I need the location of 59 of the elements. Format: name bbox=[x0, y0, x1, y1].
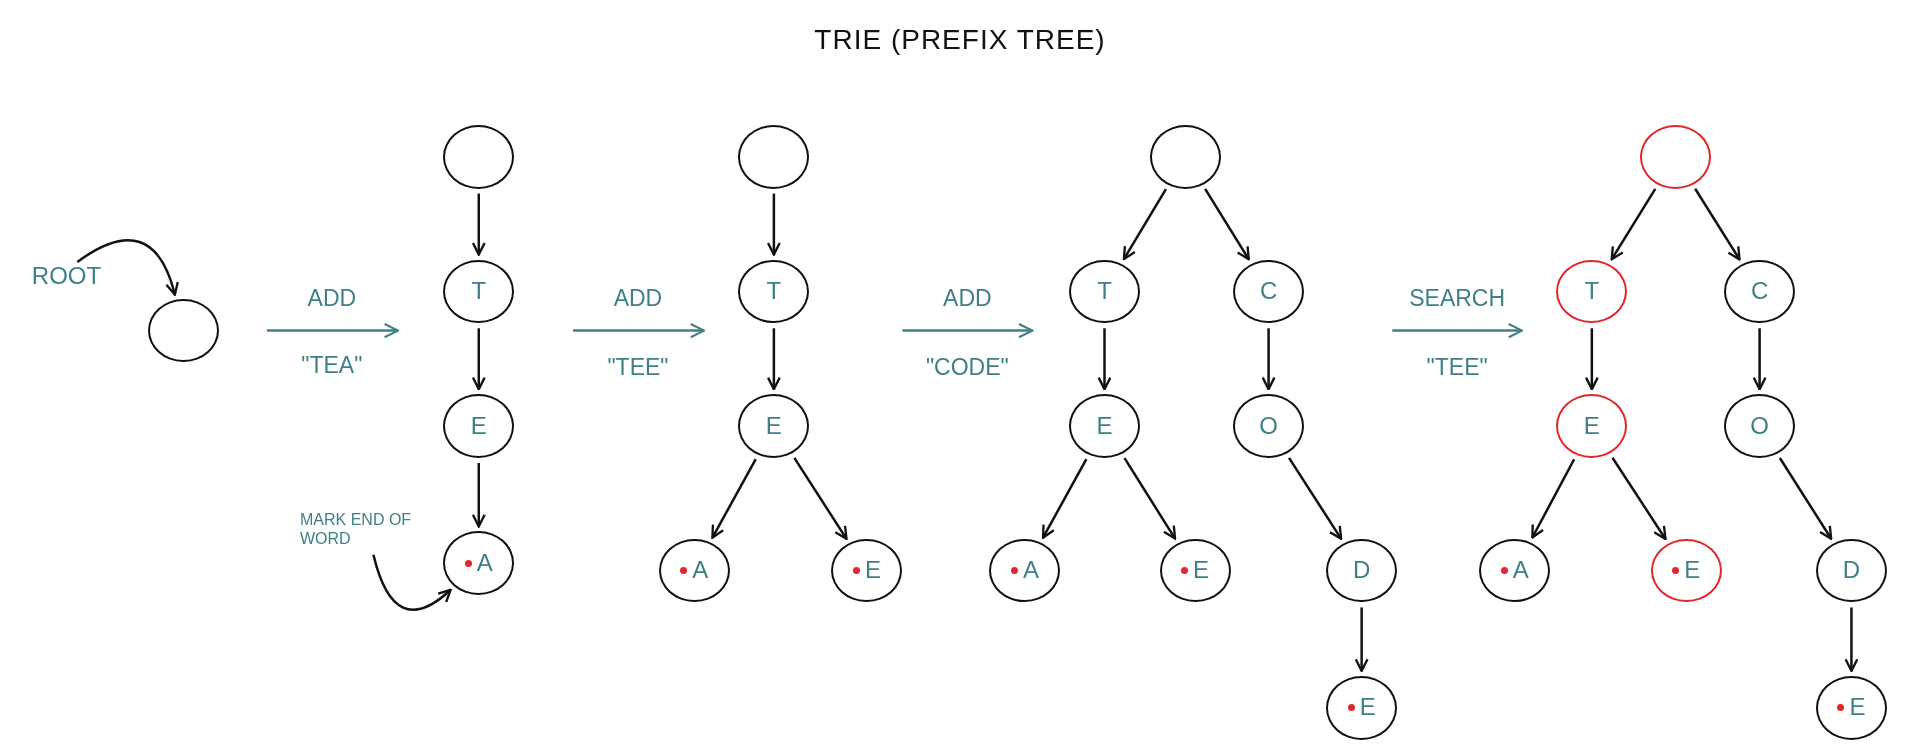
arrow bbox=[1123, 457, 1177, 540]
node-letter: E bbox=[470, 411, 487, 441]
node-letter: A bbox=[1512, 556, 1529, 585]
arrow bbox=[793, 457, 848, 540]
node-letter: E bbox=[1849, 693, 1866, 723]
node-letter: O bbox=[1259, 411, 1278, 441]
arrow bbox=[711, 458, 757, 539]
node-letter: A bbox=[476, 548, 493, 578]
step-label: "TEA" bbox=[301, 351, 363, 379]
arrow bbox=[1584, 328, 1599, 391]
step-label: SEARCH bbox=[1409, 284, 1506, 312]
arrow bbox=[1844, 607, 1859, 673]
node-letter: A bbox=[1022, 556, 1039, 585]
node-letter: E bbox=[1096, 411, 1113, 441]
arrow bbox=[1778, 457, 1833, 540]
node-letter: C bbox=[1259, 277, 1278, 306]
arrow bbox=[1288, 457, 1343, 540]
diagram-title: TRIE (PREFIX TREE) bbox=[814, 24, 1106, 55]
arrow bbox=[1122, 188, 1167, 261]
node-letter: E bbox=[765, 411, 782, 441]
node-letter: T bbox=[1584, 277, 1600, 306]
step-label: ADD bbox=[307, 284, 357, 312]
arrow bbox=[1694, 188, 1741, 261]
curved-arrow bbox=[372, 554, 452, 611]
node-letter: O bbox=[1750, 411, 1769, 441]
step-label: "TEE" bbox=[607, 353, 669, 381]
arrow bbox=[1204, 188, 1250, 261]
node-letter: D bbox=[1352, 556, 1371, 585]
arrow bbox=[1610, 188, 1657, 261]
node-letter: T bbox=[471, 277, 487, 306]
node-letter: T bbox=[1097, 277, 1112, 306]
arrow bbox=[471, 328, 486, 391]
arrow bbox=[471, 462, 486, 528]
arrow bbox=[471, 193, 486, 256]
annotation-text: ROOT bbox=[31, 262, 102, 292]
node-letter: T bbox=[766, 277, 782, 306]
node-letter: E bbox=[1583, 411, 1600, 441]
step-label: ADD bbox=[613, 284, 663, 312]
step-label: "TEE" bbox=[1426, 353, 1488, 381]
step-label: ADD bbox=[943, 284, 992, 312]
arrow bbox=[1097, 328, 1112, 391]
node-letter: D bbox=[1842, 556, 1861, 585]
arrow bbox=[1041, 458, 1088, 539]
arrow bbox=[1531, 458, 1576, 539]
node-letter: E bbox=[864, 556, 881, 585]
node-letter: E bbox=[1359, 693, 1376, 723]
node-letter: E bbox=[1684, 556, 1701, 585]
arrow bbox=[1354, 607, 1369, 673]
node-letter: E bbox=[1193, 556, 1210, 585]
step-label: "CODE" bbox=[925, 353, 1009, 381]
node-letter: A bbox=[692, 556, 709, 585]
arrow bbox=[766, 193, 781, 256]
arrow bbox=[766, 328, 781, 391]
annotation-text: MARK END OF WORD bbox=[300, 509, 413, 549]
curved-arrow bbox=[76, 239, 179, 296]
arrow bbox=[1611, 457, 1667, 541]
arrow bbox=[1261, 328, 1276, 391]
node-letter: C bbox=[1750, 277, 1769, 306]
arrow bbox=[1752, 328, 1767, 391]
